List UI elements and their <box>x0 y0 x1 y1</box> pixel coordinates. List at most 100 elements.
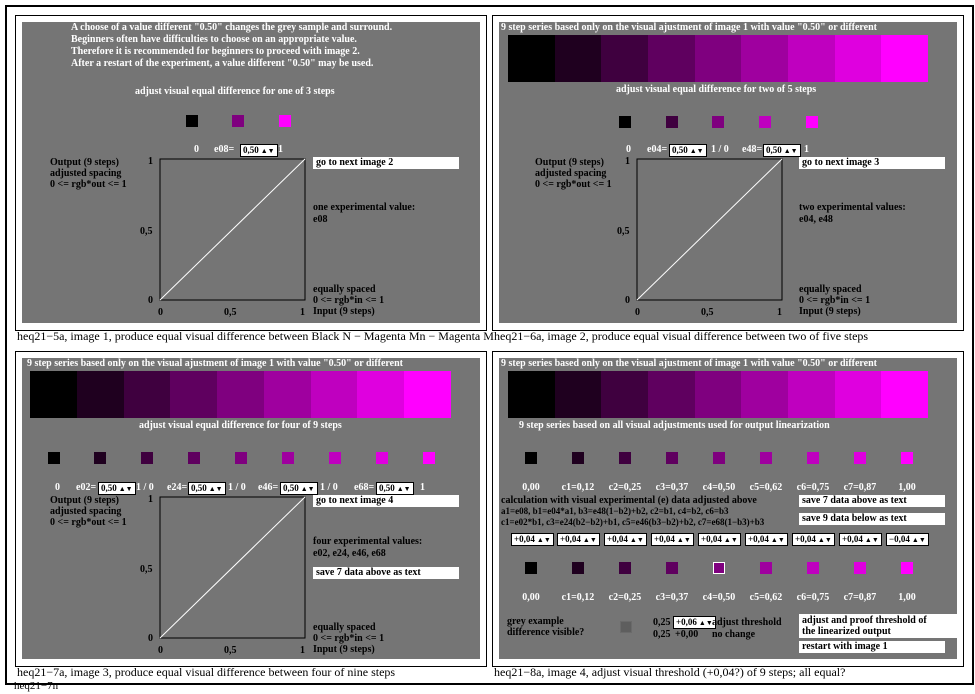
stepper-arrows-icon[interactable]: ▲▼ <box>698 619 713 627</box>
stepper-arrows-icon[interactable]: ▲▼ <box>783 147 798 155</box>
stepper-arrows-icon[interactable]: ▲▼ <box>260 147 275 155</box>
label-0: 0 <box>194 144 199 155</box>
stepper-arrows-icon[interactable]: ▲▼ <box>582 536 597 544</box>
stepper-arrows-icon[interactable]: ▲▼ <box>396 485 411 493</box>
next-image-3-button[interactable]: go to next image 3 <box>799 157 945 169</box>
delta-value: +0,04 <box>842 534 863 544</box>
delta-stepper-5[interactable]: +0,04▲▼ <box>698 533 741 546</box>
stepper-arrows-icon[interactable]: ▲▼ <box>536 536 551 544</box>
lin-sample-8 <box>854 562 866 574</box>
e24-value: 0,50 <box>191 483 207 493</box>
value-6: c6=0,75 <box>796 482 830 493</box>
strip-step-4 <box>170 371 218 418</box>
lin-value-8: 1,00 <box>898 592 916 603</box>
output-label-2: adjusted spacing <box>50 168 122 179</box>
grey-example-label-1: grey example <box>507 616 564 627</box>
strip-step-7 <box>788 371 835 418</box>
panel-image-3: 9 step series based only on the visual a… <box>15 351 487 667</box>
save-7-data-button[interactable]: save 7 data above as text <box>313 567 459 579</box>
next-image-4-button[interactable]: go to next image 4 <box>313 495 459 507</box>
stepper-arrows-icon[interactable]: ▲▼ <box>770 536 785 544</box>
strip-step-7 <box>788 35 835 82</box>
nine-sample-6 <box>282 452 294 464</box>
delta-value: +0,04 <box>560 534 581 544</box>
x-axis-1: 1 <box>777 307 782 318</box>
stepper-arrows-icon[interactable]: ▲▼ <box>629 536 644 544</box>
label-1: 1 <box>420 482 425 493</box>
delta-stepper-9[interactable]: −0,04▲▼ <box>886 533 929 546</box>
lin-sample-1 <box>525 562 537 574</box>
value-4: c4=0,50 <box>702 482 736 493</box>
save-9-data-button[interactable]: save 9 data below as text <box>799 513 945 525</box>
proof-label-2: the linearized output <box>802 626 891 637</box>
delta-stepper-8[interactable]: +0,04▲▼ <box>839 533 882 546</box>
e46-stepper[interactable]: 0,50▲▼ <box>280 482 318 495</box>
input-label-1: equally spaced <box>799 284 862 295</box>
next-image-2-button[interactable]: go to next image 2 <box>313 157 459 169</box>
label-mid-1: 1 / 0 <box>136 482 154 493</box>
strip-step-5 <box>694 35 742 82</box>
strip-step-2 <box>554 35 602 82</box>
e46-value: 0,50 <box>283 483 299 493</box>
x-axis-0: 0 <box>158 645 163 656</box>
delta-stepper-6[interactable]: +0,04▲▼ <box>745 533 788 546</box>
stepper-arrows-icon[interactable]: ▲▼ <box>723 536 738 544</box>
lin-value-1: c1=0,12 <box>561 592 595 603</box>
save-7-data-button[interactable]: save 7 data above as text <box>799 495 945 507</box>
intro-line-2: Beginners often have difficulties to cho… <box>71 34 357 45</box>
stepper-arrows-icon[interactable]: ▲▼ <box>208 485 223 493</box>
top-sample-1 <box>525 452 537 464</box>
restart-image-1-button[interactable]: restart with image 1 <box>799 641 945 653</box>
input-label-3: Input (9 steps) <box>313 644 375 655</box>
x-axis-half: 0,5 <box>701 307 714 318</box>
delta-stepper-7[interactable]: +0,04▲▼ <box>792 533 835 546</box>
lin-sample-2 <box>572 562 584 574</box>
delta-stepper-1[interactable]: +0,04▲▼ <box>511 533 554 546</box>
caption-image-4: heq21−8a, image 4, adjust visual thresho… <box>494 665 846 679</box>
stepper-arrows-icon[interactable]: ▲▼ <box>676 536 691 544</box>
nine-step-strip <box>30 371 452 418</box>
e24-stepper[interactable]: 0,50▲▼ <box>188 482 226 495</box>
y-axis-0: 0 <box>625 295 630 306</box>
e46-label: e46= <box>258 482 279 493</box>
stepper-arrows-icon[interactable]: ▲▼ <box>118 485 133 493</box>
threshold-stepper[interactable]: +0,06▲▼ <box>673 616 716 629</box>
experimental-label: four experimental values: <box>313 536 423 547</box>
lin-value-7: c7=0,87 <box>843 592 877 603</box>
experimental-values: e02, e24, e46, e68 <box>313 548 386 559</box>
y-axis-1: 1 <box>148 494 153 505</box>
panel-image-4: 9 step series based only on the visual a… <box>492 351 964 667</box>
stepper-arrows-icon[interactable]: ▲▼ <box>689 147 704 155</box>
lin-value-0: 0,00 <box>522 592 540 603</box>
stepper-arrows-icon[interactable]: ▲▼ <box>864 536 879 544</box>
stepper-arrows-icon[interactable]: ▲▼ <box>911 536 926 544</box>
input-label-3: Input (9 steps) <box>313 306 375 317</box>
delta-stepper-4[interactable]: +0,04▲▼ <box>651 533 694 546</box>
threshold-label: adjust threshold <box>712 617 782 628</box>
e08-stepper[interactable]: 0,50▲▼ <box>240 144 278 157</box>
no-change-label: no change <box>712 629 756 640</box>
delta-stepper-3[interactable]: +0,04▲▼ <box>604 533 647 546</box>
stepper-arrows-icon[interactable]: ▲▼ <box>300 485 315 493</box>
e68-stepper[interactable]: 0,50▲▼ <box>376 482 414 495</box>
strip-step-3 <box>123 371 171 418</box>
delta-stepper-2[interactable]: +0,04▲▼ <box>557 533 600 546</box>
lin-sample-6 <box>760 562 772 574</box>
threshold-base-b: 0,25 <box>653 629 671 640</box>
figure-frame: A choose of a value different "0.50" cha… <box>5 5 974 685</box>
no-change-value: +0,00 <box>675 629 699 640</box>
e02-stepper[interactable]: 0,50▲▼ <box>98 482 136 495</box>
value-1: c1=0,12 <box>561 482 595 493</box>
nine-sample-5 <box>235 452 247 464</box>
linearization-heading: 9 step series based on all visual adjust… <box>519 420 830 431</box>
strip-step-6 <box>741 371 789 418</box>
stepper-arrows-icon[interactable]: ▲▼ <box>817 536 832 544</box>
grey-example-patch <box>620 621 632 633</box>
e48-stepper[interactable]: 0,50▲▼ <box>763 144 801 157</box>
strip-step-1 <box>30 371 77 418</box>
strip-step-3 <box>601 371 649 418</box>
value-2: c2=0,25 <box>608 482 642 493</box>
e04-stepper[interactable]: 0,50▲▼ <box>669 144 707 157</box>
label-mid-3: 1 / 0 <box>320 482 338 493</box>
